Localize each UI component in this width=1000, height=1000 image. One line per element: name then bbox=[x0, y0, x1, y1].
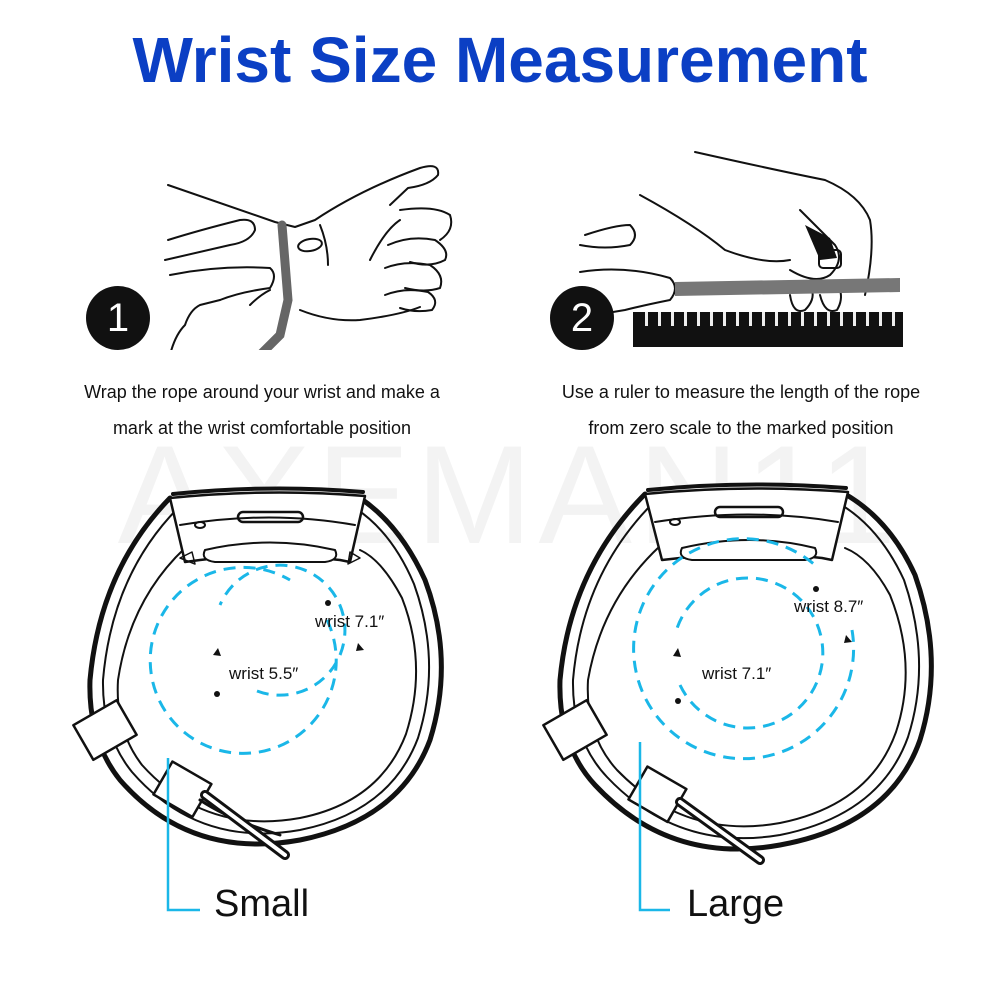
page-title: Wrist Size Measurement bbox=[132, 24, 868, 96]
small-size-label: Small bbox=[214, 883, 310, 925]
step-2-caption-line-2: from zero scale to the marked position bbox=[588, 418, 894, 438]
step-1-caption-line-1: Wrap the rope around your wrist and make… bbox=[84, 382, 440, 402]
step-1-badge: 1 bbox=[86, 286, 150, 350]
large-outer-wrist-label: wrist 8.7″ bbox=[794, 597, 864, 616]
step-2-caption: Use a ruler to measure the length of the… bbox=[511, 374, 971, 446]
large-size-label: Large bbox=[687, 883, 785, 925]
large-band-illustration bbox=[542, 482, 934, 912]
small-inner-wrist-label: wrist 5.5″ bbox=[229, 664, 299, 683]
step-1-caption: Wrap the rope around your wrist and make… bbox=[32, 374, 492, 446]
wrap-rope-illustration bbox=[164, 165, 453, 350]
small-outer-wrist-label: wrist 7.1″ bbox=[315, 612, 385, 631]
measure-ruler-illustration bbox=[579, 151, 900, 316]
ruler-icon bbox=[633, 312, 903, 347]
small-band-illustration bbox=[72, 486, 444, 912]
step-2-badge: 2 bbox=[550, 286, 614, 350]
step-2-caption-line-1: Use a ruler to measure the length of the… bbox=[561, 382, 921, 402]
large-inner-wrist-label: wrist 7.1″ bbox=[702, 664, 772, 683]
step-1-caption-line-2: mark at the wrist comfortable position bbox=[112, 418, 412, 438]
